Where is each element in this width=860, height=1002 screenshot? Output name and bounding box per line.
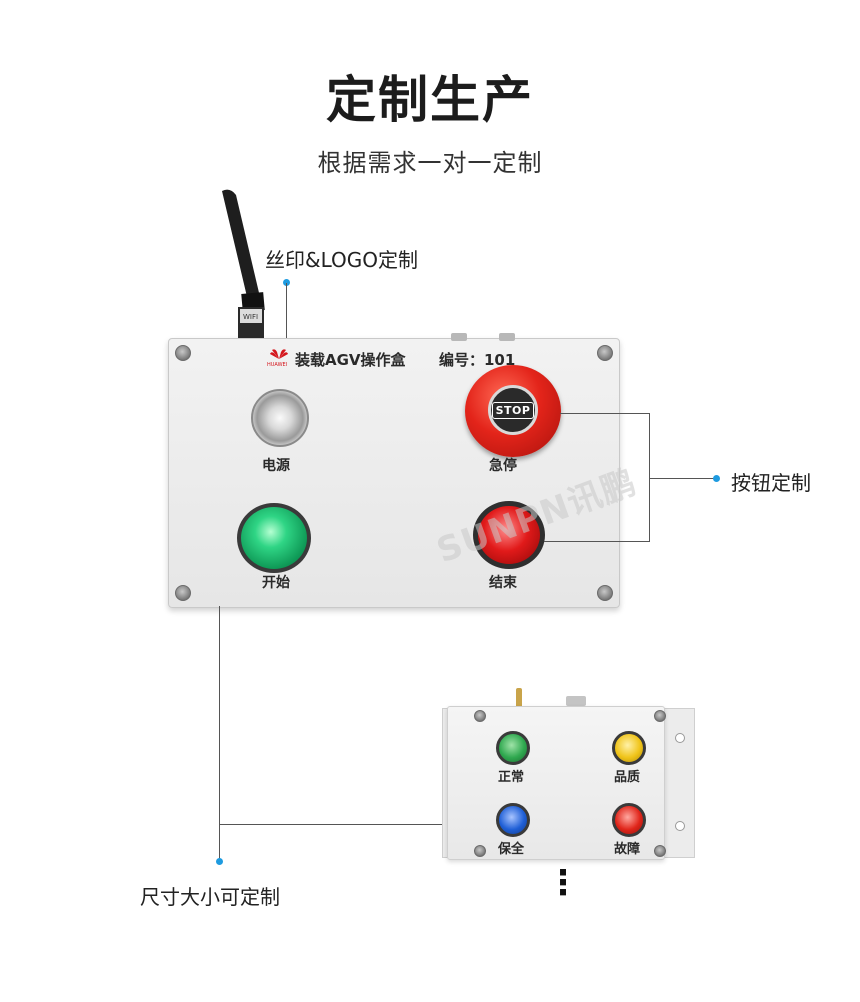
screw-icon xyxy=(597,345,613,361)
lamp-normal[interactable] xyxy=(496,731,530,765)
antenna-icon: WIFI xyxy=(222,189,265,343)
control-box-small: 正常 品质 保全 故障 xyxy=(447,706,666,860)
callout-line-buttons xyxy=(650,478,714,479)
label-end: 结束 xyxy=(489,575,517,591)
callout-line-buttons xyxy=(560,413,650,414)
control-box-main: HUAWEI 装载AGV操作盒 编号：101 电源 STOP 急停 开始 结束 … xyxy=(168,333,642,608)
callout-dot-size xyxy=(216,858,223,865)
connector-port xyxy=(566,696,586,706)
label-normal: 正常 xyxy=(498,770,525,785)
screw-icon xyxy=(654,845,666,857)
stop-icon: STOP xyxy=(488,385,538,435)
small-antenna-connector xyxy=(516,688,522,708)
page-title: 定制生产 xyxy=(326,71,534,129)
emergency-stop-button[interactable]: STOP xyxy=(465,365,561,457)
label-estop: 急停 xyxy=(489,458,517,474)
screw-icon xyxy=(474,845,486,857)
box-name: 装载AGV操作盒 xyxy=(295,351,406,369)
callout-line-size xyxy=(219,606,220,860)
callout-line-buttons xyxy=(544,541,650,542)
more-dots-icon: ⋮ xyxy=(546,863,580,903)
stop-text: STOP xyxy=(491,401,535,419)
label-start: 开始 xyxy=(262,575,290,591)
screw-icon xyxy=(175,585,191,601)
label-fault: 故障 xyxy=(614,842,641,857)
screw-icon xyxy=(175,345,191,361)
box-serial: 编号：101 xyxy=(439,351,516,369)
label-power: 电源 xyxy=(262,458,290,474)
screw-icon xyxy=(597,585,613,601)
mount-hole xyxy=(675,821,685,831)
callout-logo: 丝印&LOGO定制 xyxy=(265,248,419,272)
antenna-tag: WIFI xyxy=(243,313,258,321)
callout-buttons: 按钮定制 xyxy=(731,471,811,495)
connector-port xyxy=(499,333,515,341)
power-button[interactable] xyxy=(251,389,309,447)
screw-icon xyxy=(654,710,666,722)
brand-text: HUAWEI xyxy=(267,362,288,368)
start-button[interactable] xyxy=(237,503,311,573)
lamp-quality[interactable] xyxy=(612,731,646,765)
label-quality: 品质 xyxy=(614,770,641,785)
connector-port xyxy=(451,333,467,341)
callout-line-size xyxy=(219,824,449,825)
callout-dot-logo xyxy=(283,279,290,286)
mount-hole xyxy=(675,733,685,743)
screw-icon xyxy=(474,710,486,722)
page-subtitle: 根据需求一对一定制 xyxy=(317,149,543,177)
lamp-maintain[interactable] xyxy=(496,803,530,837)
callout-dot-buttons xyxy=(713,475,720,482)
callout-line-buttons xyxy=(649,413,650,542)
callout-line-logo xyxy=(286,283,287,349)
end-button[interactable] xyxy=(473,501,545,569)
mount-tab-right xyxy=(663,708,695,858)
callout-size: 尺寸大小可定制 xyxy=(140,885,280,909)
label-maintain: 保全 xyxy=(498,842,525,857)
lamp-fault[interactable] xyxy=(612,803,646,837)
brand-logo-icon xyxy=(270,349,288,359)
